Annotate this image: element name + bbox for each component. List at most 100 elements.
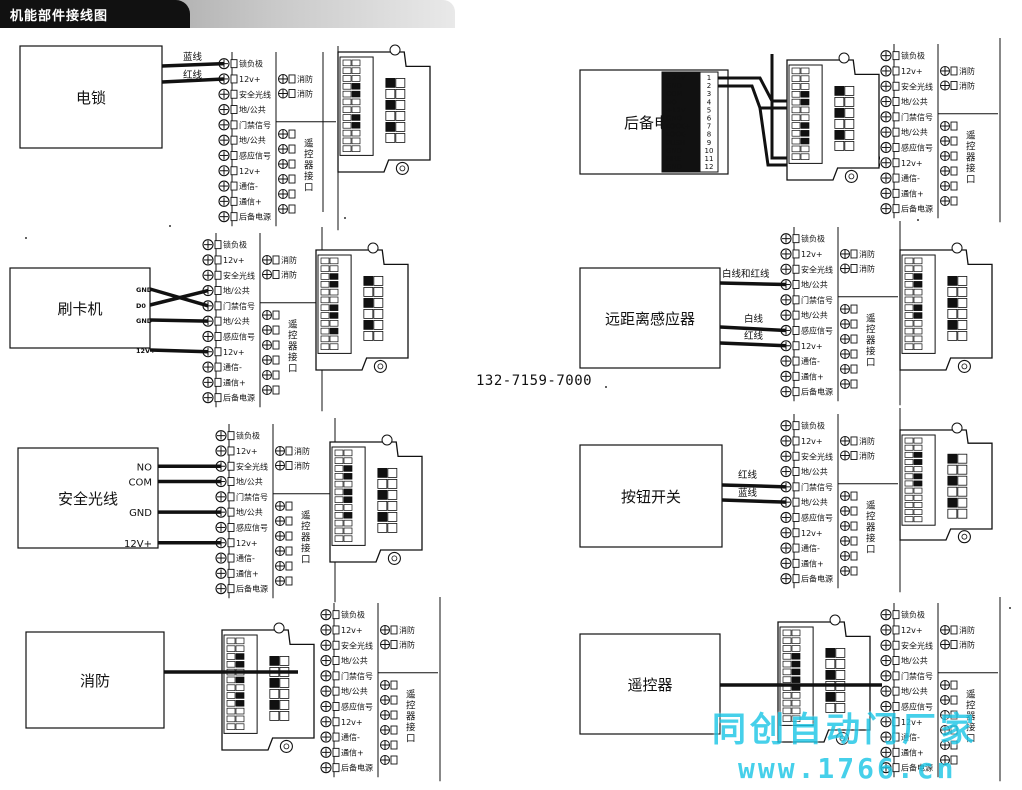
card-reader-wire: [149, 348, 209, 354]
terminal-block: 锁负极12v+安全光线地/公共门禁信号地/公共感应信号12v+通信-通信+后备电…: [215, 418, 336, 603]
remote-interface-label: 接: [966, 721, 976, 733]
terminal-label: 后备电源: [236, 584, 268, 594]
board-pin: [800, 67, 810, 75]
remote-interface-label: 遥: [866, 312, 876, 324]
board-pin: [342, 83, 352, 90]
dip-switch: [835, 670, 846, 680]
terminal-socket: [285, 561, 293, 571]
terminal-socket: [892, 127, 900, 137]
dip-switch: [825, 670, 836, 680]
terminal-socket: [390, 755, 398, 765]
terminal-socket: [792, 295, 800, 305]
backup-pin-number: 3: [707, 90, 711, 98]
board-pin: [351, 98, 361, 106]
wire-label: 白线: [744, 313, 764, 325]
terminal-label: 安全光线: [239, 89, 271, 99]
board-pin: [226, 715, 236, 723]
remote-interface-label: 口: [866, 357, 876, 368]
board-pin: [913, 487, 923, 494]
terminal-socket: [792, 249, 800, 259]
board-pin: [343, 512, 353, 519]
terminal-socket: [214, 316, 222, 326]
terminal-socket: [214, 270, 222, 280]
board-pin: [235, 692, 245, 699]
board-pin: [800, 122, 810, 129]
terminal-socket: [792, 543, 800, 553]
terminal-socket: [332, 732, 340, 742]
terminal-socket: [792, 280, 800, 289]
terminal-label: 感应信号: [341, 701, 373, 711]
terminal-label: 地/公共: [901, 686, 928, 696]
remote-interface-label: 控: [966, 699, 976, 711]
remote-interface-label: 器: [866, 335, 876, 346]
board-pin: [791, 692, 801, 699]
dip-switch: [947, 508, 958, 519]
board-pin: [913, 304, 923, 311]
controller-board: [777, 614, 871, 745]
terminal-socket: [792, 387, 800, 397]
terminal-block: 锁负极12v+安全光线地/公共门禁信号地/公共感应信号12v+通信-通信+后备电…: [202, 227, 323, 412]
board-pin: [334, 535, 344, 542]
mount-hole-icon: [283, 743, 290, 750]
controller-board: [221, 622, 315, 753]
dip-switch: [385, 122, 396, 132]
terminal-label: 12v+: [901, 159, 923, 168]
board-pin: [226, 637, 236, 645]
remote-interface-label: 接: [288, 351, 298, 363]
board-pin: [791, 676, 801, 683]
terminal-socket: [285, 516, 293, 526]
remote-sensor: 远距离感应器: [579, 267, 721, 369]
terminal-socket: [950, 121, 958, 131]
terminal-socket: [892, 97, 900, 107]
board-pin: [226, 723, 236, 730]
dip-switch: [279, 656, 290, 666]
board-pin: [913, 502, 923, 508]
terminal-socket: [950, 740, 958, 750]
remote-sensor-box: [579, 267, 721, 369]
board-pin: [800, 130, 810, 137]
terminal-socket: [950, 166, 958, 176]
dip-switch: [387, 500, 398, 511]
terminal-socket: [227, 568, 235, 578]
backup-pin-number: 8: [707, 131, 711, 139]
dip-switch: [957, 275, 968, 286]
board-pin: [913, 288, 923, 296]
terminal-socket: [792, 371, 800, 381]
remote-interface-label: 器: [966, 152, 976, 163]
board-pin: [342, 67, 352, 74]
terminal-block: 锁负极12v+安全光线地/公共门禁信号地/公共感应信号12v+通信-通信+后备电…: [218, 46, 339, 231]
terminal-socket: [850, 379, 858, 389]
mount-hole-icon: [381, 434, 393, 446]
terminal-socket: [892, 656, 900, 665]
red-wire: [161, 77, 225, 84]
safety-beam-pin: GND: [129, 508, 152, 519]
dip-switch: [279, 711, 290, 721]
terminal-socket: [892, 112, 900, 122]
board-pin: [329, 281, 339, 288]
backup-pin-number: 9: [707, 139, 711, 147]
terminal-socket: [892, 686, 900, 696]
mount-hole-icon: [829, 614, 841, 626]
board-pin: [329, 304, 339, 311]
terminal-socket: [792, 467, 800, 476]
terminal-socket: [230, 150, 238, 160]
backup-pin: GND: [666, 115, 682, 123]
terminal-label: 通信+: [239, 196, 262, 206]
board-pin: [320, 257, 330, 265]
dip-switch: [844, 97, 855, 107]
board-pin: [342, 137, 352, 145]
dip-switch: [844, 119, 855, 129]
board-pin: [334, 480, 344, 488]
terminal-label: 地/公共: [801, 467, 828, 477]
terminal-socket: [850, 334, 858, 344]
safety-beam-box: [17, 447, 159, 549]
dip-switch: [385, 89, 396, 99]
mount-hole-icon: [951, 422, 963, 434]
remote-interface-label: 接: [301, 542, 311, 554]
terminal-socket: [230, 196, 238, 206]
terminal-socket: [850, 451, 858, 460]
backup-pin-number: 4: [707, 98, 712, 106]
board-pin: [782, 629, 792, 637]
terminal-block: 锁负极12v+安全光线地/公共门禁信号地/公共感应信号12v+通信-通信+后备电…: [880, 38, 1001, 223]
terminal-label: 12v+: [223, 348, 245, 357]
